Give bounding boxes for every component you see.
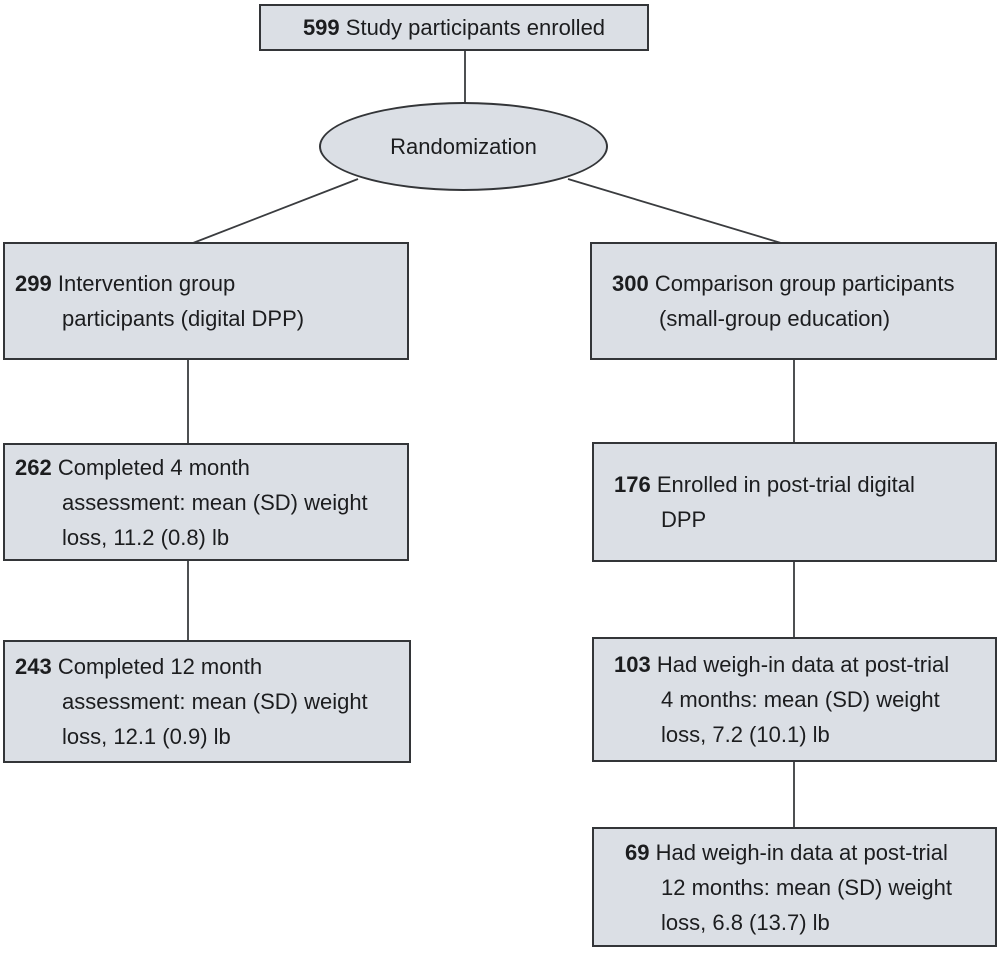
weigh-in-4mo-count: 103 — [614, 652, 651, 677]
text-segment: Had weigh-in data at post-trial — [655, 839, 948, 865]
text-line: loss, 6.8 (13.7) lb — [661, 909, 830, 935]
text-line: 299 Intervention group — [15, 266, 403, 301]
box-weigh-in-12-months: 69 Had weigh-in data at post-trial 12 mo… — [592, 827, 997, 947]
completed-4mo-count: 262 — [15, 454, 52, 480]
enrolled-count: 599 — [302, 14, 340, 40]
text-line: participants (digital DPP) — [62, 306, 305, 331]
text-line: assessment: mean (SD) weight — [62, 689, 368, 714]
text-line: 243 Completed 12 month — [15, 649, 405, 684]
text-line: 12 months: mean (SD) weight — [661, 874, 953, 900]
completed-12mo-count: 243 — [15, 654, 52, 679]
box-comparison-group: 300 Comparison group participants (small… — [590, 242, 997, 360]
box-enrolled: 599 Study participants enrolled — [259, 4, 649, 51]
weigh-in-12mo-count: 69 — [625, 839, 650, 865]
connector-randomization-to-comparison — [567, 178, 782, 244]
comparison-count: 300 — [612, 271, 649, 296]
box-completed-12-month: 243 Completed 12 month assessment: mean … — [3, 640, 411, 763]
text-segment: Enrolled in post-trial digital — [656, 472, 915, 497]
text-line: assessment: mean (SD) weight — [62, 489, 368, 515]
box-enrolled-post-trial-dpp: 176 Enrolled in post-trial digital DPP — [592, 442, 997, 562]
box-enrolled-post-trial-dpp-text: 176 Enrolled in post-trial digital DPP — [594, 467, 995, 537]
enrolled-label: Study participants enrolled — [345, 14, 606, 40]
box-weigh-in-4-months-text: 103 Had weigh-in data at post-trial 4 mo… — [594, 647, 995, 752]
text-segment: Comparison group participants — [654, 271, 955, 296]
connector-randomization-to-intervention — [192, 178, 359, 244]
intervention-count: 299 — [15, 271, 52, 296]
text-line: 262 Completed 4 month — [15, 450, 403, 485]
randomization-ellipse: Randomization — [319, 102, 608, 191]
box-completed-4-month-text: 262 Completed 4 month assessment: mean (… — [5, 450, 407, 555]
text-segment: Completed 12 month — [57, 654, 263, 679]
box-comparison-group-text: 300 Comparison group participants (small… — [592, 266, 995, 336]
text-line: loss, 7.2 (10.1) lb — [661, 722, 830, 747]
text-line: 176 Enrolled in post-trial digital — [614, 467, 991, 502]
text-line: DPP — [661, 507, 707, 532]
text-line: loss, 12.1 (0.9) lb — [62, 724, 231, 749]
text-line: 103 Had weigh-in data at post-trial — [614, 647, 991, 682]
box-weigh-in-4-months: 103 Had weigh-in data at post-trial 4 mo… — [592, 637, 997, 762]
box-completed-12-month-text: 243 Completed 12 month assessment: mean … — [5, 649, 409, 754]
text-line: 4 months: mean (SD) weight — [661, 687, 940, 712]
box-enrolled-text: 599 Study participants enrolled — [261, 15, 647, 41]
text-segment: Completed 4 month — [57, 454, 250, 480]
randomization-label: Randomization — [390, 133, 537, 159]
post-trial-dpp-count: 176 — [614, 472, 651, 497]
text-line: 69 Had weigh-in data at post-trial — [625, 835, 991, 870]
box-intervention-group: 299 Intervention group participants (dig… — [3, 242, 409, 360]
box-intervention-group-text: 299 Intervention group participants (dig… — [5, 266, 407, 336]
box-weigh-in-12-months-text: 69 Had weigh-in data at post-trial 12 mo… — [594, 835, 995, 940]
box-completed-4-month: 262 Completed 4 month assessment: mean (… — [3, 443, 409, 561]
text-line: (small-group education) — [659, 306, 891, 331]
text-segment: Intervention group — [57, 271, 236, 296]
text-line: 300 Comparison group participants — [612, 266, 991, 301]
text-line: loss, 11.2 (0.8) lb — [62, 524, 230, 550]
text-segment: Had weigh-in data at post-trial — [656, 652, 950, 677]
